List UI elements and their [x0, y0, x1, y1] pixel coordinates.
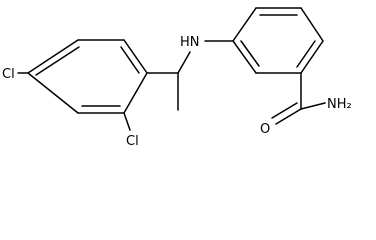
benzamide-ring — [232, 7, 324, 74]
dichlorophenyl-ring — [27, 39, 148, 114]
ring1-bond-top-left — [27, 39, 79, 74]
ring1-bond-top-left-inner — [35, 46, 80, 76]
ring1-bond-top-right — [123, 39, 148, 74]
structure-canvas: Cl Cl HN O NH₂ — [2, 7, 352, 149]
ring2-bond-bottom-left-inner — [240, 40, 260, 67]
molecule-diagram: Cl Cl HN O NH₂ — [2, 7, 352, 149]
ring1-bond-bottom-left — [27, 72, 79, 114]
ring2-bond-left-top — [232, 7, 257, 42]
cl-left-label: Cl — [2, 67, 15, 82]
bond-carbonyl-double-1 — [275, 108, 302, 125]
bond-carbonyl-double-2 — [271, 102, 298, 119]
bond-ch-to-nh — [177, 51, 191, 74]
ring1-bond-top-right-inner — [120, 46, 140, 74]
nh-label: HN — [180, 35, 200, 50]
ring2-bond-bottom-right — [300, 40, 324, 74]
nh2-label: NH₂ — [327, 97, 352, 112]
ring2-bond-top-right — [300, 7, 324, 42]
ring2-bond-bottom-right-inner — [296, 40, 316, 68]
oxygen-label: O — [260, 122, 270, 137]
bond-carbonyl-to-nh2 — [300, 102, 326, 110]
bond-to-cl-bottom — [123, 112, 131, 131]
cl-bottom-label: Cl — [126, 134, 139, 149]
ring2-bond-bottom-left — [232, 40, 257, 74]
ring1-bond-bottom-right — [123, 72, 148, 114]
